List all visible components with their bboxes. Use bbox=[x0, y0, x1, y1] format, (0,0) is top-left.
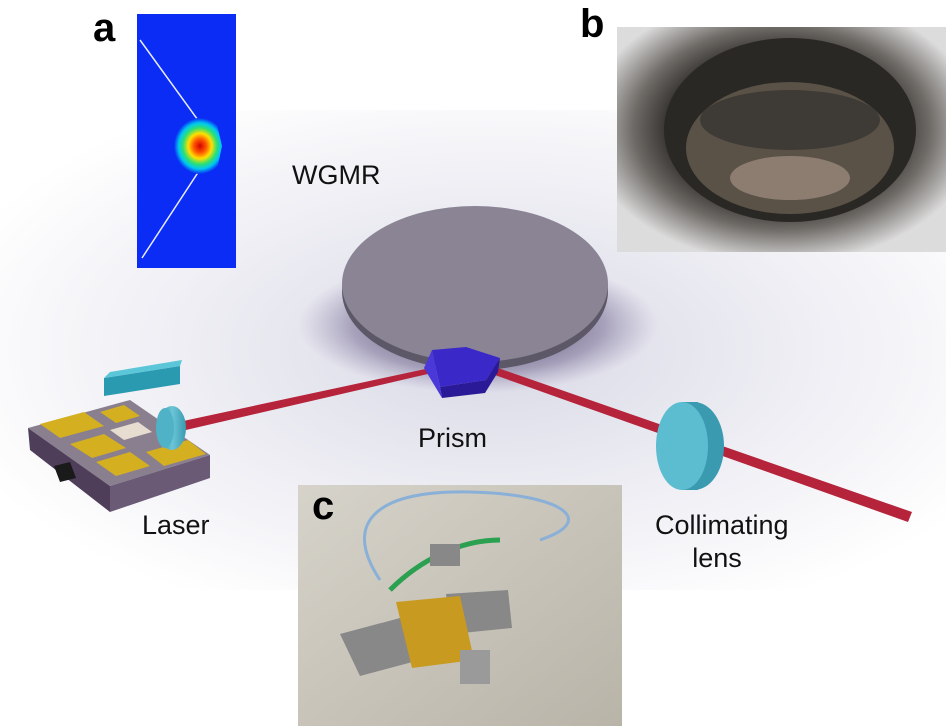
mode-clip bbox=[216, 120, 236, 175]
photo-fiber bbox=[363, 490, 570, 581]
optical-mode-profile bbox=[174, 118, 226, 174]
laser-base-side-right bbox=[110, 455, 210, 512]
gold-pad bbox=[70, 434, 126, 458]
gold-pad bbox=[146, 440, 206, 466]
photo-resonator-disk bbox=[700, 90, 880, 150]
wgmr-disk bbox=[342, 206, 608, 362]
gold-pad bbox=[100, 405, 140, 423]
photo-reflection bbox=[730, 156, 850, 200]
photo-sma-connector bbox=[460, 650, 490, 684]
prism-side bbox=[440, 358, 500, 398]
chip-black-component bbox=[54, 462, 76, 482]
photo-flex-left bbox=[340, 618, 420, 676]
collimating-lens-label-line1: Collimating bbox=[655, 510, 789, 540]
photo-connector bbox=[430, 544, 460, 566]
collimating-lens-label: Collimating lens bbox=[655, 510, 789, 573]
laser-label: Laser bbox=[142, 510, 210, 540]
panel-label-b: b bbox=[580, 2, 605, 46]
chip-element bbox=[110, 422, 152, 440]
gold-pad bbox=[40, 412, 104, 438]
gold-pad bbox=[96, 452, 150, 476]
panel-label-a: a bbox=[93, 6, 116, 50]
wgmr-label: WGMR bbox=[292, 160, 381, 190]
prism-top bbox=[432, 347, 500, 387]
collimating-lens-label-line2: lens bbox=[692, 543, 742, 573]
collimating-lens-face bbox=[656, 402, 708, 490]
prism-face bbox=[424, 350, 442, 398]
chip-teal-block-top bbox=[104, 360, 182, 378]
input-beam bbox=[160, 368, 432, 436]
panel-label-c: c bbox=[312, 484, 335, 528]
laser-lens-face bbox=[156, 408, 174, 448]
chip-teal-block bbox=[104, 366, 180, 396]
prism-label: Prism bbox=[418, 423, 487, 453]
photo-butterfly-package bbox=[396, 596, 474, 668]
